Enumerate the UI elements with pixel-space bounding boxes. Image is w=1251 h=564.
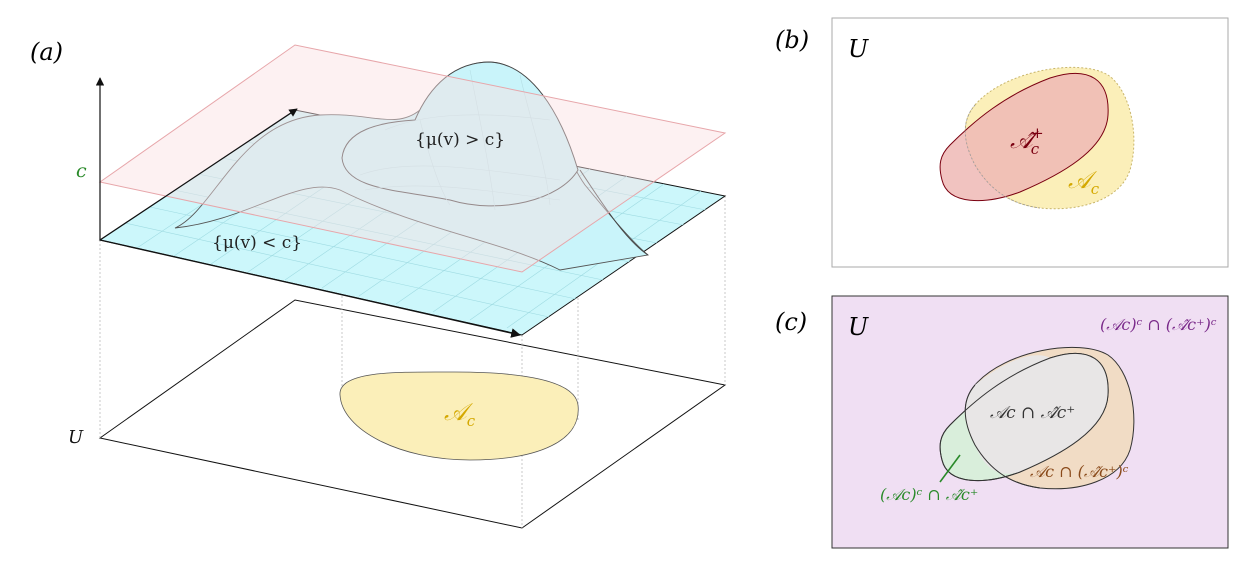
above-threshold-surface	[341, 61, 579, 207]
region-above-label: {μ(v) > c}	[415, 130, 505, 150]
universe-label-b: U	[848, 35, 869, 63]
threshold-plane	[98, 44, 727, 273]
estimate-label-b: 𝒜̂c+	[1010, 124, 1044, 158]
base-u-label: U	[68, 427, 84, 448]
horizontal-axis-2	[99, 108, 298, 241]
horizontal-axis-1	[99, 239, 521, 338]
panel-a-label: (a)	[30, 38, 63, 66]
estimate-minus-set-label: (𝒜c)ᶜ ∩ 𝒜̂c⁺	[880, 485, 978, 504]
panel-a: (a)	[30, 38, 727, 529]
estimate-outline-c	[939, 352, 1109, 482]
excursion-set-shape	[339, 371, 579, 461]
axis-c-label: c	[76, 160, 87, 182]
panel-b: (b) U 𝒜̂c+ 𝒜c	[775, 17, 1229, 268]
intersection-shape-c	[965, 353, 1109, 474]
intersection-label: 𝒜c ∩ 𝒜̂c⁺	[990, 403, 1075, 423]
region-below-label: {μ(v) < c}	[212, 233, 302, 253]
universe-label-c: U	[848, 313, 869, 341]
estimate-shape-b	[939, 72, 1109, 202]
bump-grid	[359, 69, 561, 211]
complement-both-label: (𝒜c)ᶜ ∩ (𝒜̂c⁺)ᶜ	[1100, 315, 1217, 334]
panel-c: (c) U (𝒜c)ᶜ ∩ (𝒜̂c⁺)ᶜ 𝒜c ∩ 𝒜̂c⁺ 𝒜c ∩ (𝒜̂…	[775, 295, 1229, 549]
set-a-inner-edge-c	[964, 384, 1041, 489]
set-a-hidden-edge-b	[964, 104, 1041, 209]
panel-b-label: (b)	[775, 26, 809, 54]
set-minus-estimate-label: 𝒜c ∩ (𝒜̂c⁺)ᶜ	[1030, 462, 1129, 481]
panel-c-label: (c)	[775, 308, 807, 336]
leader-line	[939, 454, 961, 483]
